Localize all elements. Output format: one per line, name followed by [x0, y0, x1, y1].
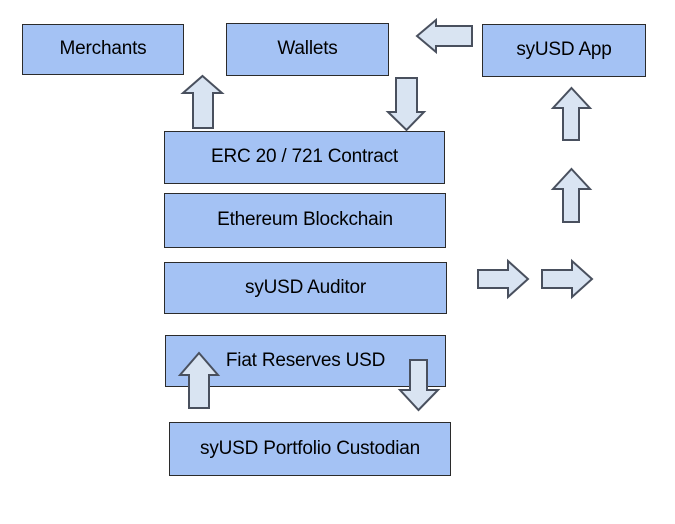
node-fiat-reserves-label: Fiat Reserves USD	[225, 349, 386, 371]
right-arrow-icon	[477, 258, 530, 300]
up-arrow-icon	[180, 74, 225, 129]
node-erc-contract-label: ERC 20 / 721 Contract	[211, 146, 398, 168]
node-wallets: Wallets	[226, 23, 389, 76]
node-wallets-label: Wallets	[277, 38, 338, 60]
node-syusd-app-label: syUSD App	[516, 39, 612, 61]
node-ethereum-blockchain: Ethereum Blockchain	[164, 193, 446, 248]
node-erc-contract: ERC 20 / 721 Contract	[164, 131, 445, 184]
node-fiat-reserves: Fiat Reserves USD	[165, 335, 446, 387]
node-portfolio-custodian: syUSD Portfolio Custodian	[169, 422, 451, 476]
up-arrow-icon	[177, 351, 221, 409]
right-arrow-icon	[541, 258, 594, 300]
node-merchants-label: Merchants	[59, 38, 147, 60]
up-arrow-icon	[550, 167, 593, 223]
node-ethereum-blockchain-label: Ethereum Blockchain	[217, 209, 393, 231]
node-portfolio-custodian-label: syUSD Portfolio Custodian	[200, 437, 420, 459]
down-arrow-icon	[385, 77, 427, 132]
node-merchants: Merchants	[22, 24, 184, 75]
down-arrow-icon	[397, 359, 441, 412]
left-arrow-icon	[415, 17, 473, 55]
up-arrow-icon	[550, 86, 593, 141]
node-syusd-auditor: syUSD Auditor	[164, 262, 447, 314]
node-syusd-auditor-label: syUSD Auditor	[245, 276, 366, 298]
node-syusd-app: syUSD App	[482, 24, 646, 77]
